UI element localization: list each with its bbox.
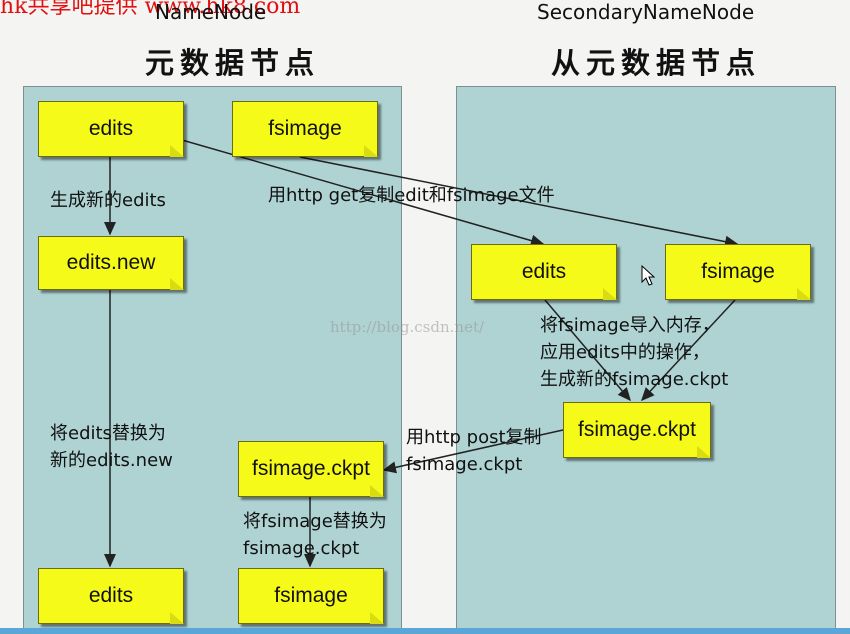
edits-box-bottom: edits [38,568,184,624]
fsimage-ckpt-secondary-label: fsimage.ckpt [578,418,696,441]
edits-box-top: edits [38,101,184,157]
secondary-namenode-header: SecondaryNameNode [537,0,755,24]
label-http-get: 用http get复制edit和fsimage文件 [268,185,555,206]
arrow-edits-to-ckpt [544,299,631,402]
fsimage-box-secondary: fsimage [665,244,811,300]
edits-new-box: edits.new [38,236,184,290]
fsimage-secondary-label: fsimage [701,260,775,283]
fsimage-ckpt-box-secondary: fsimage.ckpt [563,402,711,458]
edits-box-secondary: edits [471,244,617,300]
right-title: 从元数据节点 [551,46,762,80]
label-gen-new-edits: 生成新的edits [50,190,166,211]
fsimage-bottom-label: fsimage [274,584,348,607]
namenode-panel [23,86,402,634]
fsimage-box-bottom: fsimage [238,568,384,624]
edits-bottom-label: edits [88,584,134,607]
label-load-memory: 将fsimage导入内存， 应用edits中的操作， 生成新的fsimage.c… [540,315,729,390]
fsimage-top-label: fsimage [268,117,342,140]
arrow-http-get-edits [181,139,545,247]
label-replace-edits: 将edits替换为 新的edits.new [50,423,173,471]
edits-top-label: edits [88,117,134,140]
fsimage-box-top: fsimage [232,101,378,157]
mouse-cursor-icon [641,265,656,286]
label-http-post: 用http post复制 fsimage.ckpt [406,427,542,475]
fsimage-ckpt-box-left: fsimage.ckpt [238,441,384,497]
left-title: 元数据节点 [145,46,321,80]
label-replace-fsimage: 将fsimage替换为 fsimage.ckpt [243,511,387,559]
secondary-namenode-panel [456,86,836,634]
namenode-header: NameNode [155,0,267,24]
bottom-taskbar-strip [0,628,850,634]
edits-new-label: edits.new [66,251,156,274]
edits-secondary-label: edits [521,260,567,283]
arrow-http-post [382,429,564,474]
site-watermark: hk共享吧提供 www.hk8.com [0,0,301,19]
fsimage-ckpt-left-label: fsimage.ckpt [252,457,370,480]
url-watermark: http://blog.csdn.net/ [330,318,485,336]
arrow-http-get-fsimage [299,156,739,248]
arrow-fsimage-to-ckpt [640,299,736,402]
